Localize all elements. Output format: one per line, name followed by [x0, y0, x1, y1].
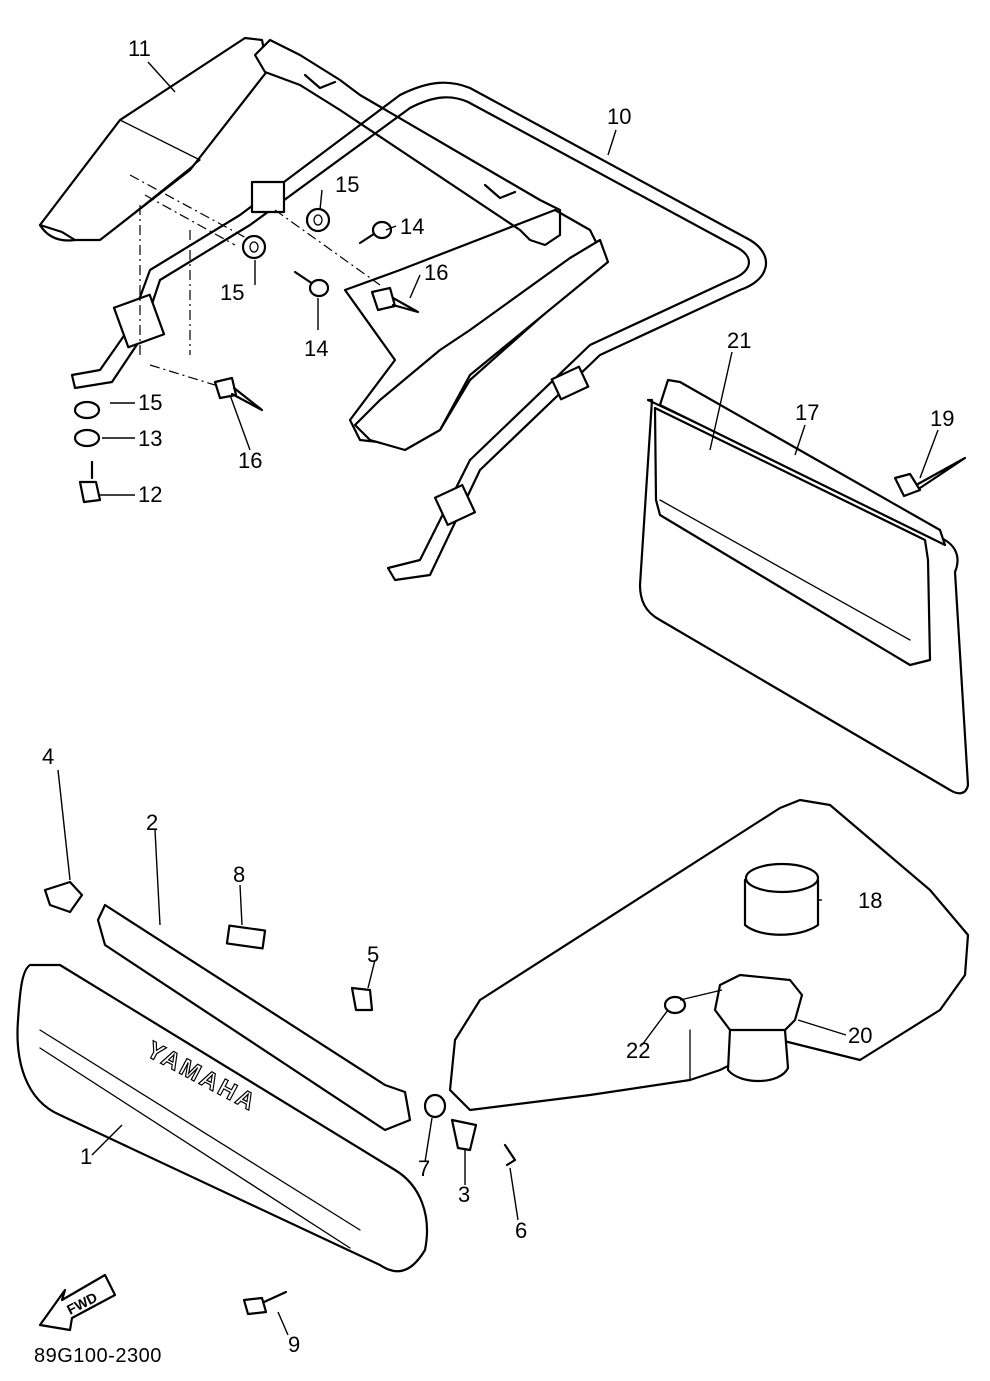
fastener-hardware-lower — [43, 880, 517, 1316]
callout-6: 6 — [515, 1218, 527, 1243]
callout-16: 16 — [238, 448, 262, 473]
callout-10: 10 — [607, 104, 631, 129]
callout-19: 21 — [727, 328, 751, 353]
fuel-tank-part — [448, 798, 970, 1112]
callout-22: 18 — [858, 888, 882, 913]
mounting-guide-lines — [129, 174, 381, 386]
callout-2: 2 — [146, 810, 158, 835]
callout-labels: 11 10 15 15 14 14 16 16 15 13 12 21 17 1… — [42, 36, 954, 1357]
callout-16: 16 — [424, 260, 448, 285]
callout-4: 4 — [42, 744, 54, 769]
callout-9: 9 — [288, 1332, 300, 1357]
fastener-hardware-upper — [73, 207, 967, 504]
front-bumper-part: YAMAHA — [16, 903, 429, 1273]
callout-20: 20 — [848, 1023, 872, 1048]
callout-3: 3 — [458, 1182, 470, 1207]
rear-cowling-left-part — [38, 36, 562, 247]
callout-1: 1 — [80, 1144, 92, 1169]
callout-14: 14 — [304, 336, 328, 361]
callout-14: 14 — [400, 214, 424, 239]
callout-21: 22 — [626, 1038, 650, 1063]
forward-arrow-icon: FWD — [38, 1273, 117, 1332]
callout-15: 15 — [138, 390, 162, 415]
callout-leader-lines — [57, 61, 939, 1336]
callout-11: 11 — [128, 36, 151, 61]
callout-7: 7 — [418, 1156, 430, 1181]
mud-flap-part — [638, 378, 970, 795]
callout-5: 5 — [367, 942, 379, 967]
callout-18: 19 — [930, 406, 954, 431]
callout-12: 12 — [138, 482, 162, 507]
callout-15: 15 — [220, 280, 244, 305]
rear-carrier-part — [70, 81, 768, 582]
callout-8: 8 — [233, 862, 245, 887]
callout-15: 15 — [335, 172, 359, 197]
callout-13: 13 — [138, 426, 162, 451]
diagram-code: 89G100-2300 — [34, 1345, 162, 1367]
callout-17: 17 — [795, 400, 819, 425]
